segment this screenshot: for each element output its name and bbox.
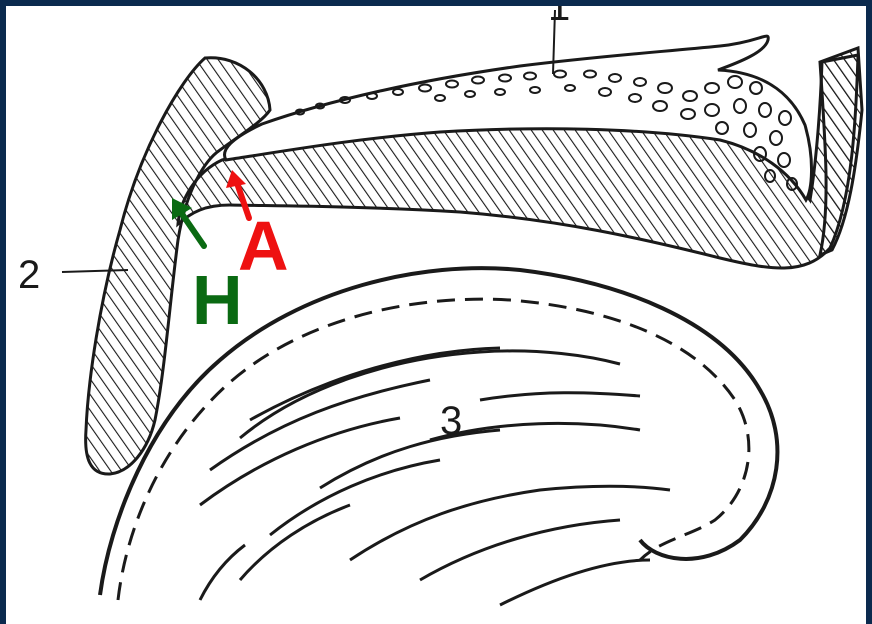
label-h: H [192,261,243,339]
fiber-lines [200,348,670,605]
label-a: A [238,207,289,285]
label-3: 3 [440,399,462,443]
hatched-right-wall [820,48,862,255]
label-1: 1 [548,0,570,29]
label-2: 2 [18,253,40,297]
dashed-contour [118,299,749,600]
